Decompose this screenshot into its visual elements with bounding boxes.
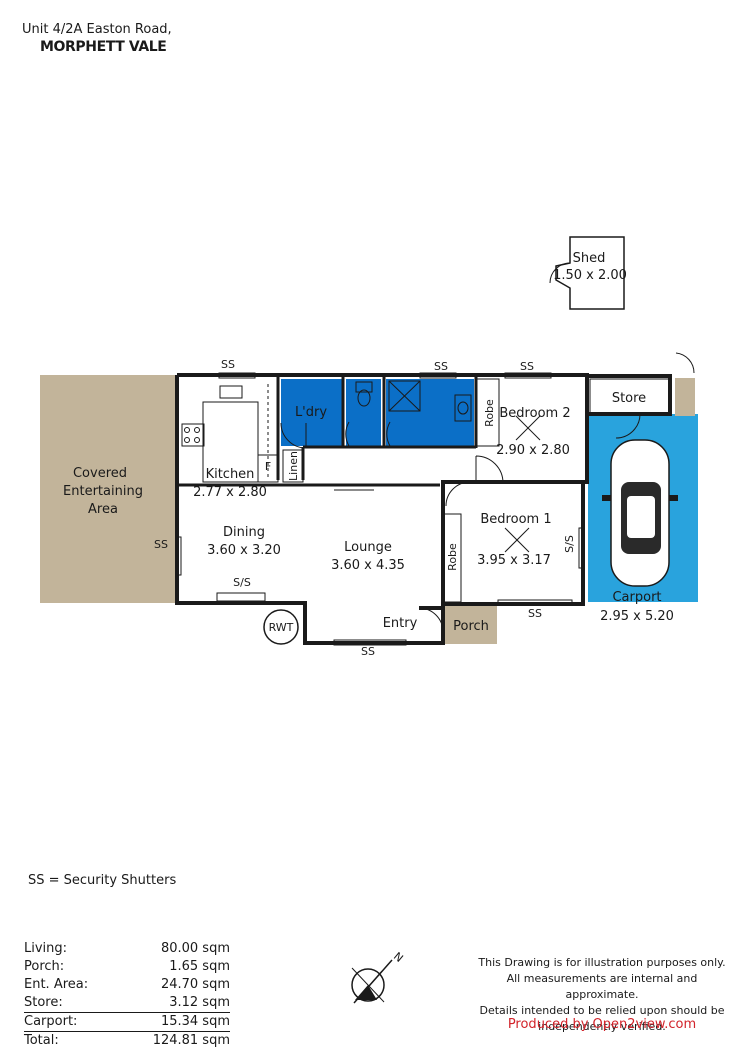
bedroom2-dims: 2.90 x 2.80: [496, 443, 570, 458]
area-row-porch: Porch: 1.65 sqm: [24, 958, 230, 976]
porch-label: Porch: [453, 619, 489, 634]
area-label: Total:: [24, 1033, 59, 1048]
kitchen-label: Kitchen: [206, 467, 255, 482]
ss-marker-dining: SS: [154, 538, 168, 551]
rainwater-tank: [263, 609, 299, 645]
lounge-dims: 3.60 x 4.35: [331, 558, 405, 573]
compass-north-label: N: [391, 950, 406, 965]
bathroom-floor: [386, 379, 474, 446]
porch-area: [445, 604, 497, 644]
rwt-label: RWT: [269, 621, 294, 634]
dining-dims: 3.60 x 3.20: [207, 543, 281, 558]
area-row-living: Living: 80.00 sqm: [24, 940, 230, 958]
ss-marker-bed2: SS: [520, 360, 534, 373]
sliding-marker-bed1: S/S: [563, 535, 576, 553]
disclaimer: This Drawing is for illustration purpose…: [470, 955, 734, 1035]
disclaimer-line: Details intended to be relied upon shoul…: [479, 1004, 725, 1017]
producer-credit[interactable]: Produced by Open2view.com: [507, 1017, 697, 1032]
area-row-store: Store: 3.12 sqm: [24, 994, 230, 1013]
laundry-floor: [281, 379, 342, 446]
covered-label-3: Area: [88, 502, 118, 517]
area-label: Store:: [24, 995, 63, 1010]
fridge-label: F: [265, 460, 271, 473]
ss-marker-lounge: SS: [361, 645, 375, 658]
area-label: Living:: [24, 941, 68, 956]
disclaimer-line: This Drawing is for illustration purpose…: [478, 956, 726, 969]
carport-label: Carport: [612, 590, 661, 605]
side-path: [675, 378, 695, 416]
bedroom2-label: Bedroom 2: [499, 406, 570, 421]
disclaimer-line: independently verified.: [538, 1020, 666, 1033]
area-label: Porch:: [24, 959, 65, 974]
area-label: Ent. Area:: [24, 977, 89, 992]
kitchen-dims: 2.77 x 2.80: [193, 485, 267, 500]
robe-label-bed1: Robe: [446, 543, 459, 571]
disclaimer-line: All measurements are internal and approx…: [506, 972, 698, 1001]
area-value: 124.81 sqm: [152, 1033, 230, 1048]
shed: Shed 1.50 x 2.00: [549, 236, 627, 310]
toilet-floor: [346, 379, 381, 446]
fittings: [175, 352, 695, 646]
area-label: Carport:: [24, 1014, 78, 1029]
shed-label: Shed: [573, 251, 606, 266]
carport-dims: 2.95 x 5.20: [600, 609, 674, 624]
area-value: 3.12 sqm: [169, 995, 230, 1010]
compass: N: [351, 950, 406, 1004]
covered-label-2: Entertaining: [63, 484, 143, 499]
area-value: 24.70 sqm: [160, 977, 230, 992]
laundry-label: L'dry: [295, 405, 327, 420]
covered-label-1: Covered: [73, 466, 127, 481]
car-icon: [602, 439, 678, 587]
address-suburb: MORPHETT VALE: [40, 39, 167, 55]
bedroom1-label: Bedroom 1: [480, 512, 551, 527]
area-value: 1.65 sqm: [169, 959, 230, 974]
area-row-carport: Carport: 15.34 sqm: [24, 1013, 230, 1032]
entry-label: Entry: [383, 616, 418, 631]
area-value: 15.34 sqm: [160, 1014, 230, 1029]
ss-marker-kitchen: SS: [221, 358, 235, 371]
sliding-marker-dining: S/S: [233, 576, 251, 589]
area-row-total: Total: 124.81 sqm: [24, 1032, 230, 1050]
legend: SS = Security Shutters: [28, 873, 177, 888]
shed-dims: 1.50 x 2.00: [553, 268, 627, 283]
address-street: Unit 4/2A Easton Road,: [22, 22, 172, 37]
ss-marker-bed1: SS: [528, 607, 542, 620]
linen-label: Linen: [287, 451, 300, 481]
store-label: Store: [612, 391, 646, 406]
covered-entertaining-area: [40, 375, 177, 603]
robe-label-bed2: Robe: [483, 399, 496, 427]
area-value: 80.00 sqm: [160, 941, 230, 956]
lounge-label: Lounge: [344, 540, 392, 555]
dining-label: Dining: [223, 525, 265, 540]
area-schedule: Living: 80.00 sqm Porch: 1.65 sqm Ent. Are…: [24, 940, 230, 1050]
area-row-ent: Ent. Area: 24.70 sqm: [24, 976, 230, 994]
bedroom1-dims: 3.95 x 3.17: [477, 553, 551, 568]
ss-marker-bath: SS: [434, 360, 448, 373]
